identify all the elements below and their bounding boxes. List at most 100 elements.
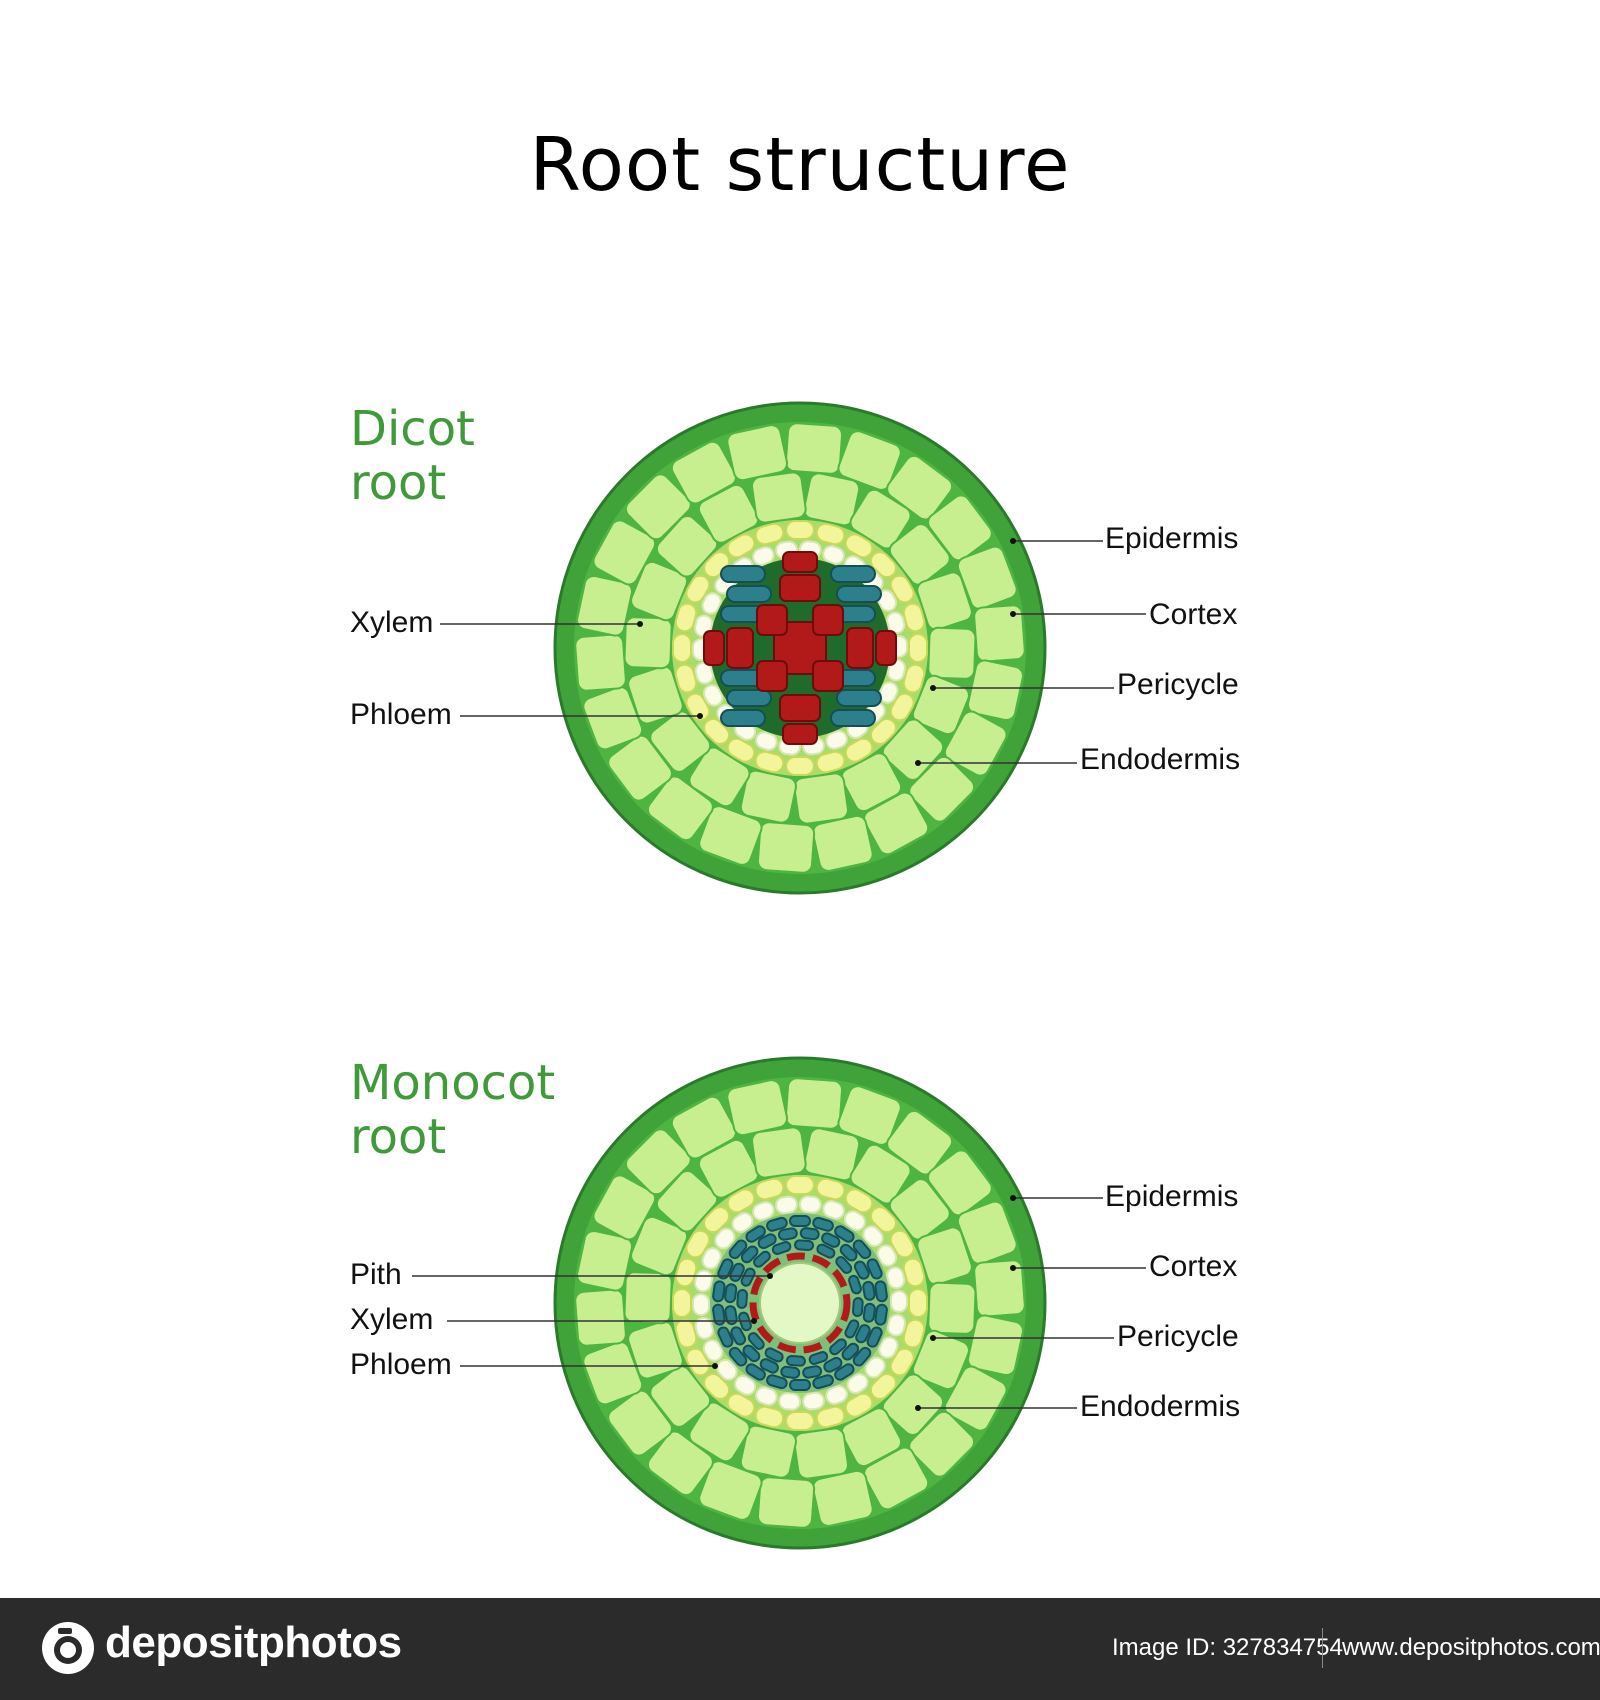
cortex-cell (726, 424, 789, 482)
cortex-cell (793, 1427, 849, 1480)
endodermis-cell (754, 1177, 785, 1201)
cortex-cell (623, 616, 673, 670)
pericycle-cell (731, 1212, 754, 1233)
phloem-cell (728, 1346, 748, 1367)
cortex-cell (967, 1314, 1024, 1377)
phloem-cell (874, 1303, 888, 1326)
endodermis-cell (726, 1392, 756, 1418)
phloem-cell (747, 1332, 765, 1350)
pericycle-cell (878, 681, 899, 704)
pericycle-cell (843, 1210, 866, 1231)
pericycle-cell (886, 1313, 907, 1337)
pericycle-cell (822, 545, 845, 565)
endodermis-cell (908, 1288, 928, 1318)
xylem-cell (782, 723, 818, 745)
phloem-cell (830, 709, 876, 727)
pericycle-cell (889, 1289, 909, 1313)
dicot-label-pericycle: Pericycle (1117, 668, 1239, 701)
pericycle-cell (716, 1359, 738, 1381)
phloem-cell (834, 1225, 855, 1243)
monocot-leader-pith-dot (767, 1273, 773, 1279)
phloem-cell (780, 1365, 801, 1379)
xylem-cell (726, 627, 754, 669)
phloem-cell (745, 1363, 766, 1381)
phloem-cell (839, 1243, 858, 1262)
pericycle-cell (878, 1336, 899, 1359)
endodermis-cell (726, 737, 756, 763)
endodermis-cell (844, 737, 874, 763)
cortex-cell (803, 472, 861, 527)
footer-site-link[interactable]: www.depositphotos.com (1342, 1634, 1600, 1661)
endodermis-cell (754, 522, 785, 546)
endodermis-cell (889, 1229, 915, 1259)
monocot-label-phloem: Phloem (350, 1348, 452, 1381)
cortex-cell (916, 1226, 973, 1286)
cortex-cell (630, 1215, 689, 1277)
pericycle-cell (778, 1392, 802, 1411)
cortex-cell (649, 710, 712, 773)
pericycle-cell (825, 730, 848, 750)
xylem-cell (812, 604, 844, 636)
endodermis-cell (908, 633, 928, 663)
pericycle-cell (775, 1195, 798, 1215)
pericycle-cell (822, 1200, 845, 1220)
phloem-cell (812, 1216, 834, 1232)
endodermis-cell (754, 1405, 785, 1429)
cortex-cell (688, 1401, 751, 1463)
cortex-cell (697, 1138, 760, 1199)
phloem-cell (730, 1326, 747, 1346)
endodermis-cell (726, 533, 756, 559)
phloem-cell (862, 1302, 876, 1323)
xylem-cell (756, 660, 788, 692)
endodermis-cell (685, 574, 711, 604)
phloem-cell (736, 1288, 748, 1309)
monocot-leader-epidermis-dot (1010, 1195, 1016, 1201)
phloem-cell (728, 1239, 748, 1260)
cortex-cell (916, 571, 973, 631)
endodermis-cell (726, 1188, 756, 1214)
phloem-cell (802, 1365, 823, 1379)
endodermis-cell (815, 750, 846, 774)
cortex-cell (837, 430, 902, 491)
cortex-cell (784, 422, 844, 475)
cortex-cell (739, 769, 797, 824)
phloem-cell (759, 1358, 779, 1374)
endodermis-cell (869, 1372, 897, 1400)
dicot-heading-line1: Dicot (350, 401, 475, 457)
endodermis-cell (785, 756, 815, 776)
phloem-cell (823, 1356, 843, 1373)
phloem-cell (720, 565, 766, 583)
pericycle-cell (755, 731, 778, 751)
cortex-cell (698, 1460, 763, 1521)
endodermis-cell (674, 602, 698, 633)
pericycle-cell (825, 1385, 848, 1405)
camera-logo-icon (42, 1622, 94, 1674)
phloem-cell (834, 1363, 855, 1381)
endodermis-cell (869, 717, 897, 745)
pericycle-cell (886, 1266, 906, 1290)
footer-brand[interactable]: depositphotos (105, 1618, 402, 1667)
cortex-cell (726, 1079, 789, 1137)
cortex-cell (911, 674, 970, 736)
cortex-cell (739, 1424, 797, 1479)
monocot-label-endodermis: Endodermis (1080, 1390, 1241, 1423)
xylem-cell (782, 551, 818, 573)
dicot-label-xylem: Xylem (350, 606, 434, 639)
phloem-cell (829, 1338, 847, 1356)
cortex-cell (751, 471, 807, 524)
xylem-cell (756, 604, 788, 636)
cortex-cell (837, 1085, 902, 1146)
dicot-label-epidermis: Epidermis (1105, 522, 1239, 555)
pericycle-cell (755, 1386, 778, 1406)
cortex-cell (793, 772, 849, 825)
monocot-label-cortex: Cortex (1149, 1250, 1238, 1283)
monocot-leader-xylem-dot (751, 1318, 757, 1324)
phloem-cell (852, 1297, 864, 1318)
endodermis-cell (902, 1318, 926, 1349)
cortex-cell (840, 752, 903, 813)
monocot-leader-pericycle-dot (930, 1335, 936, 1341)
phloem-cell (799, 1227, 820, 1241)
dicot-leader-phloem-dot (697, 713, 703, 719)
phloem-cell (821, 1232, 841, 1248)
cortex-cell (849, 1143, 912, 1205)
